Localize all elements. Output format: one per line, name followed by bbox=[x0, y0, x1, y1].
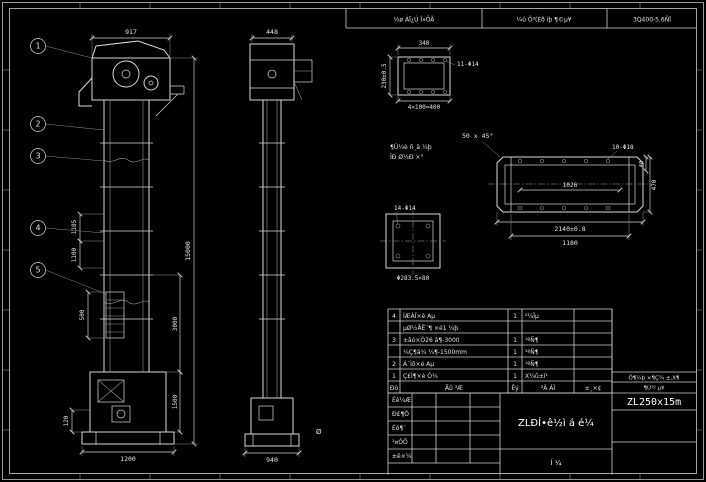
dim-overall-height: 15000 bbox=[184, 241, 192, 261]
dim-pitch-1: 1105 bbox=[71, 219, 78, 234]
row-no: 1 bbox=[392, 373, 396, 380]
titleblock-left-row: Éè¼Æ bbox=[392, 396, 411, 404]
header-strip: ½ø ÁÏ¿Ú Î»ÖÃ ¼û Õ³(Èð ìþ ¶©µ¥ 3Q400-5.6Ñ… bbox=[345, 8, 697, 29]
channel-holes-callout: 11-Φ14 bbox=[457, 61, 479, 68]
titleblock-right-note2: ¶Ù¹º µ¥ bbox=[643, 385, 665, 392]
row-qty: 1 bbox=[513, 373, 517, 380]
front-view-geometry bbox=[78, 40, 185, 445]
chamfer-note: 50 x 45° bbox=[462, 132, 493, 140]
balloon-5: 5 bbox=[35, 266, 40, 275]
long-part-holes-callout: 10-Φ18 bbox=[612, 144, 634, 151]
dim-channel-height: 230±0.5 bbox=[381, 63, 388, 89]
row-qty: 1 bbox=[513, 313, 517, 320]
row-mat: ¹ºÑ¶ bbox=[525, 361, 539, 368]
dim-channel-pitch: 4×100=400 bbox=[408, 104, 441, 111]
row-name: ±âò×Ó26 á¶-3000 bbox=[403, 337, 460, 344]
flange-detail: 14-Φ14 Φ283.5×80 bbox=[380, 205, 446, 282]
row-qty: 1 bbox=[513, 337, 517, 344]
row-qty: 1 bbox=[513, 361, 517, 368]
dim-segment-lower: 1500 bbox=[172, 394, 179, 409]
dim-long-length: 2140±0.8 bbox=[554, 225, 585, 233]
header-cell-drawing-no: 3Q400-5.6ÑÏ bbox=[633, 17, 671, 24]
row-mat: ¹ºÑ¶ bbox=[525, 349, 539, 356]
model-number: ZL250x15m bbox=[627, 397, 681, 408]
header-mat: ²Ä ÁÏ bbox=[541, 385, 556, 392]
detail-annotations: ¶Ù¼è ñ¸ä ¼þ ÎÐ Ø¼Ð ×° 50 x 45° bbox=[390, 132, 501, 161]
dim-long-edge: 40 bbox=[639, 161, 645, 168]
long-part-detail: 10-Φ18 1026 470 40 2140±0.8 1180 bbox=[488, 144, 658, 247]
titleblock-left-row: Ð£¶Ô bbox=[392, 411, 409, 418]
dim-base-height: 120 bbox=[63, 415, 70, 426]
row-no: 3 bbox=[392, 337, 396, 344]
header-qty: Êý bbox=[511, 384, 519, 392]
drawing-subtitle: Í ¼ bbox=[550, 458, 561, 467]
balloon-4: 4 bbox=[35, 224, 40, 233]
row-name: µØ½ÅË¨¶ ×é1 ¼þ bbox=[403, 325, 458, 332]
row-no: 4 bbox=[392, 313, 396, 320]
item-balloons: 1 2 3 4 5 bbox=[30, 38, 107, 295]
channel-detail: 340 230±0.5 11-Φ14 4×100=400 bbox=[381, 40, 479, 111]
row-mat: ¹ºÑ¶ bbox=[525, 337, 539, 344]
dim-segment-upper: 3000 bbox=[172, 316, 179, 331]
balloon-1: 1 bbox=[35, 42, 40, 51]
balloon-2: 2 bbox=[35, 120, 40, 129]
dim-long-inner: 1026 bbox=[563, 182, 578, 189]
stray-mark: Ø bbox=[316, 428, 322, 436]
header-no: Ðò bbox=[390, 385, 399, 392]
header-cell-2: ¼û Õ³(Èð ìþ ¶©µ¥ bbox=[516, 16, 571, 24]
balloon-3: 3 bbox=[35, 152, 40, 161]
dim-channel-width: 340 bbox=[419, 40, 430, 47]
flange-holes-callout: 14-Φ14 bbox=[394, 205, 416, 212]
parts-table: 4 ÍÆÁÏ×é Aµ 1 ²¼Ïµ µØ½ÅË¨¶ ×é1 ¼þ 3 ±âò×… bbox=[387, 308, 613, 394]
titleblock-left-row: ¹¤ÒÕ bbox=[392, 439, 408, 446]
dim-side-top: 448 bbox=[266, 28, 278, 36]
dim-head-width: 917 bbox=[125, 28, 137, 36]
dim-pitch-2: 1100 bbox=[71, 247, 78, 262]
header-name: Ãû ³Æ bbox=[445, 385, 463, 392]
detail-label-line2: ÎÐ Ø¼Ð ×° bbox=[390, 154, 423, 161]
dim-side-base: 940 bbox=[266, 456, 278, 464]
row-mat: ²¼Ïµ bbox=[525, 313, 539, 320]
dim-bucket: 500 bbox=[79, 309, 86, 320]
titleblock-left-row: Éó¶¨ bbox=[392, 424, 406, 432]
row-name: ¼Ç¶á¾ ¼¶-1500mm bbox=[403, 349, 467, 356]
side-view-dimensions: 448 940 bbox=[242, 28, 302, 464]
row-no: 2 bbox=[392, 361, 396, 368]
flange-note: Φ283.5×80 bbox=[397, 275, 430, 282]
header-cell-1: ½ø ÁÏ¿Ú Î»ÖÃ bbox=[394, 17, 436, 24]
dim-base-width: 1200 bbox=[120, 455, 136, 463]
front-view-dimensions: 917 15000 3000 1500 1105 1100 500 120 12… bbox=[63, 28, 198, 463]
row-name: ÍÆÁÏ×é Aµ bbox=[403, 313, 435, 320]
header-rem: ±¸×¢ bbox=[585, 385, 602, 392]
row-mat: X¼û±í¹ bbox=[525, 373, 548, 380]
dim-long-length2: 1180 bbox=[562, 239, 578, 247]
drawing-title: ZLÐÍ•ê½ì á é¼ bbox=[518, 416, 594, 429]
side-view-geometry bbox=[244, 43, 313, 447]
row-name: Á´Ìõ×é Aµ bbox=[403, 361, 434, 368]
dim-long-height: 470 bbox=[651, 179, 658, 190]
title-block: Éè¼Æ Ð£¶Ô Éó¶¨ ¹¤ÒÕ ±ê×¼ ZLÐÍ•ê½ì á é¼ Í… bbox=[387, 309, 697, 475]
detail-label-line1: ¶Ù¼è ñ¸ä ¼þ bbox=[390, 144, 432, 151]
titleblock-right-note1: Ö¶¼þ ×¶Ç¼ ±,X¶ bbox=[628, 375, 679, 382]
row-name: Ç£Ì¶×é Ó¼ bbox=[403, 373, 438, 380]
titleblock-left-row: ±ê×¼ bbox=[392, 453, 412, 460]
row-qty: 1 bbox=[513, 349, 517, 356]
